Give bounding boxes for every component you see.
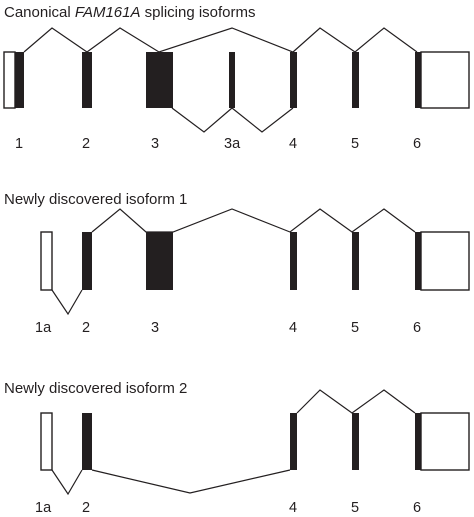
isoform1-exon-6-utr: [420, 231, 470, 291]
isoform2-exon-1a: [40, 412, 53, 471]
isoform2-label-1a: 1a: [35, 500, 52, 516]
canonical-label-3a: 3a: [224, 136, 241, 152]
canonical-label-4: 4: [289, 136, 297, 152]
isoform1-exon-6: [415, 232, 421, 290]
isoform2-label-4: 4: [289, 500, 297, 516]
isoform1-label-5: 5: [351, 320, 359, 336]
isoform1-label-1a: 1a: [35, 320, 52, 336]
isoform1-intron-upper: [91, 208, 416, 233]
canonical-label-1: 1: [15, 136, 23, 152]
isoform2-title: Newly discovered isoform 2: [4, 380, 187, 397]
canonical-intron-lower-2: [231, 107, 294, 133]
isoform2-intron-lower-b: [91, 469, 291, 494]
isoform2-intron-upper: [296, 389, 416, 414]
canonical-title-gene: FAM161A: [75, 4, 141, 21]
canonical-exon-3a: [229, 52, 235, 108]
isoform1-exon-3: [146, 232, 173, 290]
canonical-exon-5: [352, 52, 359, 108]
canonical-label-3: 3: [151, 136, 159, 152]
isoform1-exon-2: [82, 232, 92, 290]
canonical-label-2: 2: [82, 136, 90, 152]
canonical-label-6: 6: [413, 136, 421, 152]
isoform1-label-3: 3: [151, 320, 159, 336]
isoform2-label-5: 5: [351, 500, 359, 516]
canonical-title-suffix: splicing isoforms: [140, 4, 255, 21]
canonical-exon-1-utr: [3, 51, 16, 109]
isoform1-title: Newly discovered isoform 1: [4, 191, 187, 208]
canonical-title: Canonical FAM161A splicing isoforms: [4, 4, 256, 21]
isoform1-exon-4: [290, 232, 297, 290]
isoform1-label-6: 6: [413, 320, 421, 336]
canonical-exon-1: [15, 52, 24, 108]
canonical-exon-6: [415, 52, 421, 108]
canonical-exon-3: [146, 52, 173, 108]
canonical-intron-lower: [171, 107, 233, 133]
isoform2-label-6: 6: [413, 500, 421, 516]
canonical-label-5: 5: [351, 136, 359, 152]
isoform1-label-2: 2: [82, 320, 90, 336]
isoform1-intron-lower: [51, 289, 83, 316]
isoform2-exon-5: [352, 413, 359, 470]
canonical-title-prefix: Canonical: [4, 4, 75, 21]
isoform2-intron-lower-a: [51, 469, 83, 496]
canonical-intron-upper: [23, 27, 418, 53]
isoform2-exon-4: [290, 413, 297, 470]
canonical-exon-2: [82, 52, 92, 108]
isoform2-exon-6: [415, 413, 421, 470]
isoform2-exon-6-utr: [420, 412, 470, 471]
isoform2-exon-2: [82, 413, 92, 470]
isoform1-exon-5: [352, 232, 359, 290]
canonical-exon-6-utr: [420, 51, 470, 109]
isoform1-label-4: 4: [289, 320, 297, 336]
canonical-exon-4: [290, 52, 297, 108]
isoform1-exon-1a: [40, 231, 53, 291]
isoform2-label-2: 2: [82, 500, 90, 516]
